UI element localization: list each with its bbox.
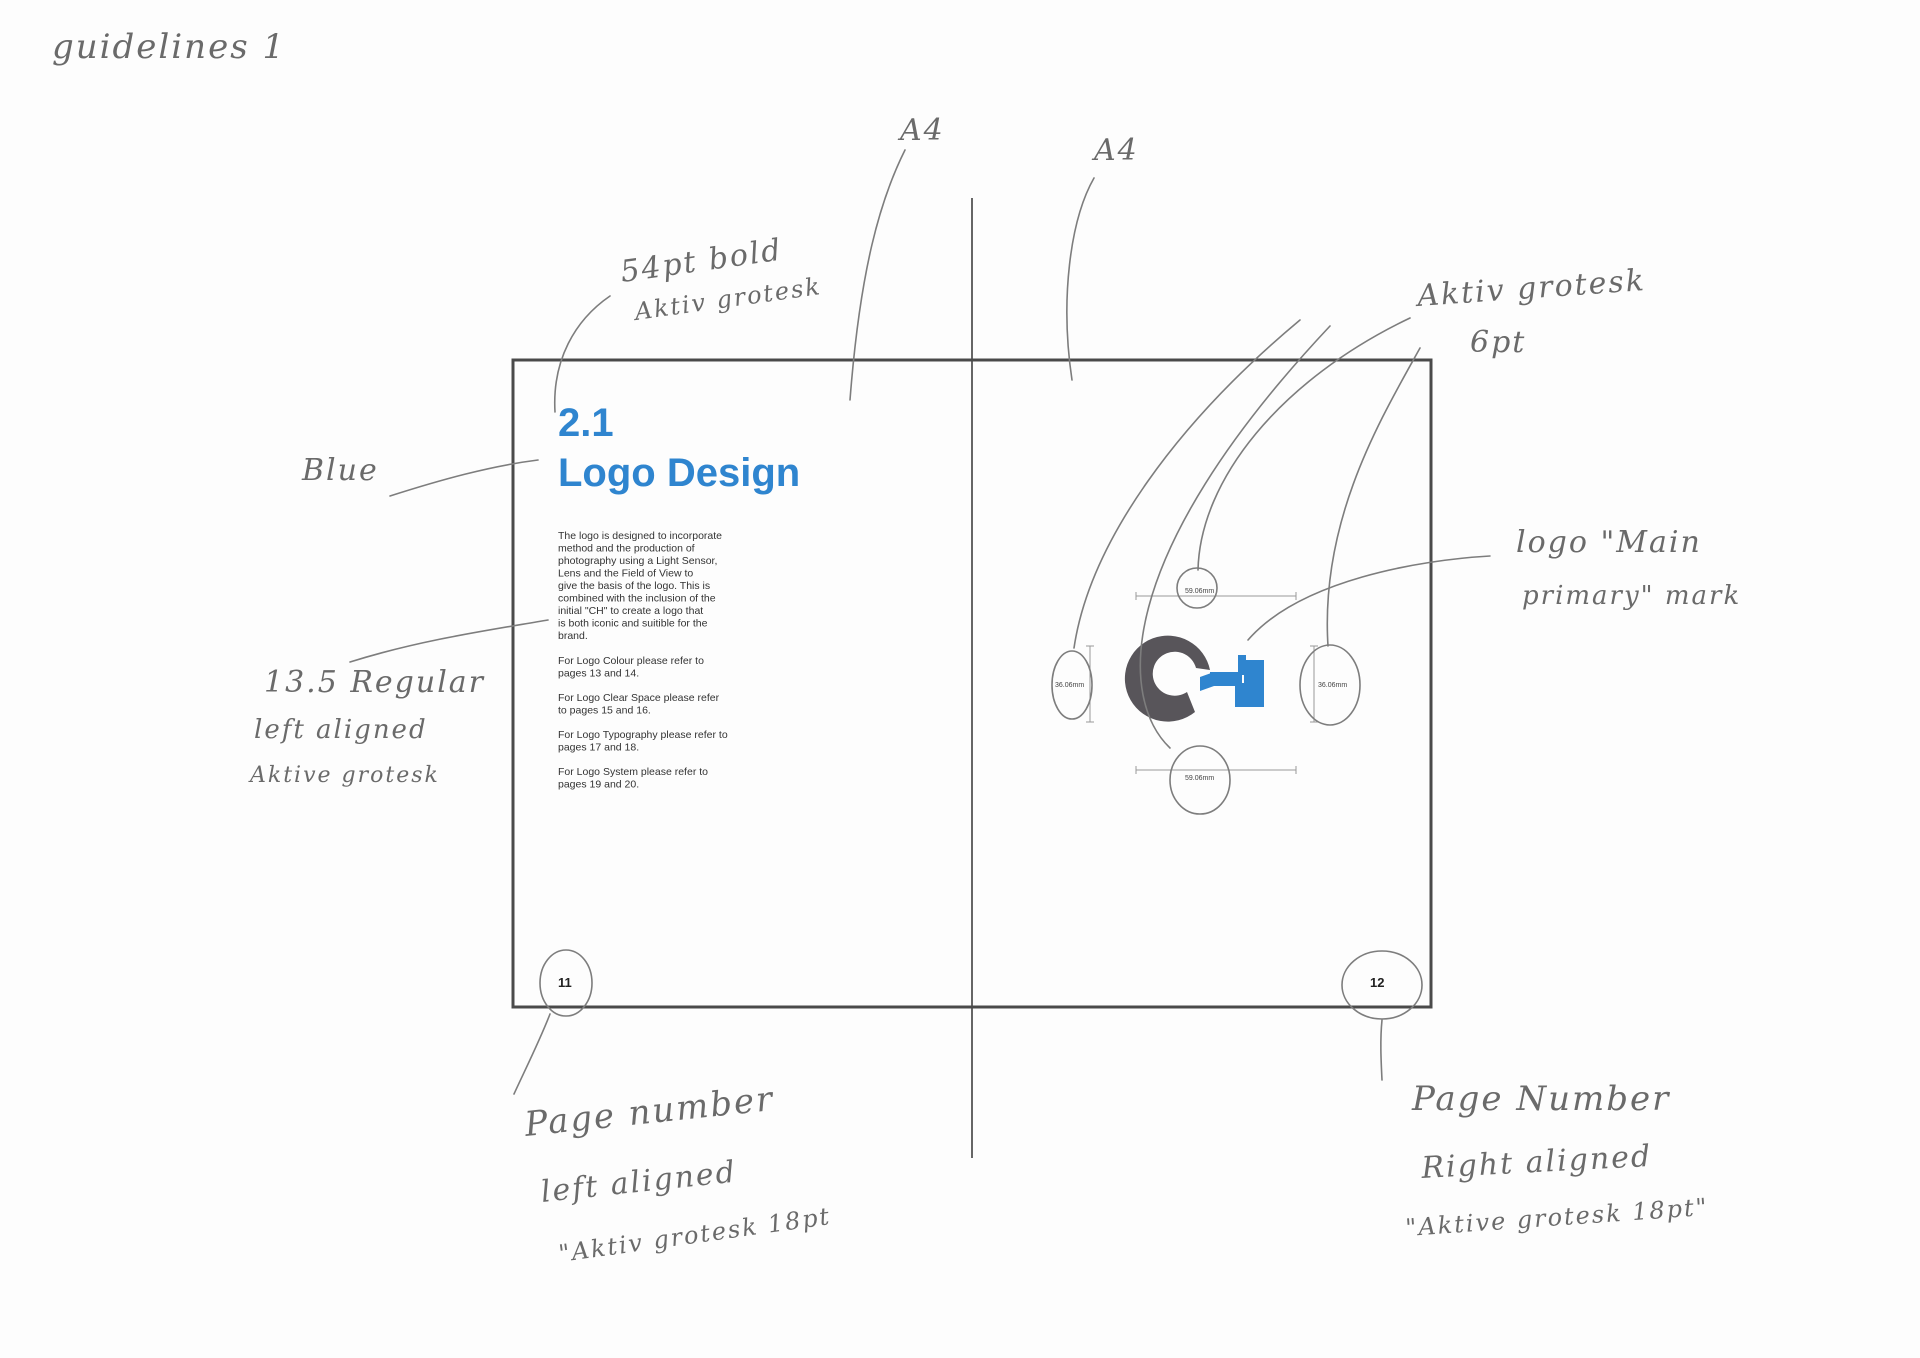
- circle-dim-top: [1176, 567, 1218, 609]
- dim-label-bottom: 59.06mm: [1185, 775, 1214, 782]
- dim-label-top: 59.06mm: [1185, 588, 1214, 595]
- logo-h-stem-top: [1238, 655, 1246, 675]
- note-body-font-1: 13.5 Regular: [264, 665, 485, 700]
- leader-a4-left: [849, 149, 906, 401]
- ref-line: to pages 15 and 16.: [558, 705, 651, 717]
- circle-page-right: [1341, 950, 1423, 1020]
- note-body-font-3: Aktive grotesk: [248, 763, 440, 788]
- note-logo-2: primary" mark: [1522, 581, 1741, 611]
- circle-dim-bottom: [1169, 745, 1231, 815]
- ref-line: pages 13 and 14.: [558, 668, 639, 680]
- body-line: The logo is designed to incorporate: [558, 530, 722, 542]
- logo-h-stem-bottom: [1235, 683, 1245, 707]
- logo-h-bar: [1210, 672, 1242, 686]
- body-line: Lens and the Field of View to: [558, 568, 693, 580]
- leader-dim-right: [1326, 347, 1421, 647]
- body-line: give the basis of the logo. This is: [558, 580, 710, 592]
- reference-list: For Logo Colour please refer to pages 13…: [558, 655, 728, 791]
- body-paragraph: The logo is designed to incorporate meth…: [558, 530, 722, 642]
- note-page-right-2: Right aligned: [1420, 1139, 1653, 1186]
- note-dim-font-1: Aktiv grotesk: [1413, 263, 1647, 314]
- body-line: method and the production of: [558, 543, 695, 555]
- dim-label-right: 36.06mm: [1318, 682, 1347, 689]
- spread-frame: [511, 358, 1433, 1009]
- leader-logo: [1247, 555, 1491, 641]
- body-line: photography using a Light Sensor,: [558, 555, 717, 567]
- leader-title-font: [553, 295, 611, 413]
- leader-lines: [349, 149, 1491, 1095]
- leader-page-left: [513, 1013, 551, 1095]
- circle-page-left: [539, 949, 593, 1017]
- circle-dim-right: [1299, 644, 1361, 726]
- note-dim-font-2: 6pt: [1470, 325, 1526, 360]
- leader-page-right: [1380, 1019, 1383, 1081]
- body-line: combined with the inclusion of the: [558, 593, 716, 605]
- logo-c-ring: [1124, 635, 1210, 722]
- note-a4-right: A4: [1091, 133, 1139, 168]
- ref-line: pages 19 and 20.: [558, 779, 639, 791]
- note-page-left-1: Page number: [522, 1079, 776, 1145]
- left-page: 2.1 Logo Design The logo is designed to …: [558, 401, 800, 990]
- leader-a4-right: [1066, 177, 1095, 381]
- leader-dim-bottom: [1139, 325, 1331, 749]
- pen-circles: [539, 567, 1423, 1020]
- dimension-guides: 59.06mm 59.06mm 36.06mm 36.06mm: [1055, 588, 1347, 782]
- right-page: 59.06mm 59.06mm 36.06mm 36.06mm 12: [1055, 588, 1384, 990]
- sheet-title: guidelines 1: [52, 27, 286, 67]
- page-number-left: 11: [558, 975, 572, 990]
- ref-line: pages 17 and 18.: [558, 742, 639, 754]
- note-page-left-2: left aligned: [539, 1155, 738, 1210]
- leader-dim-left: [1073, 319, 1301, 649]
- body-line: is both iconic and suitible for the: [558, 618, 708, 630]
- note-logo-1: logo "Main: [1516, 525, 1702, 560]
- section-number: 2.1: [558, 401, 614, 445]
- ref-line: For Logo Typography please refer to: [558, 729, 728, 741]
- handwritten-annotations: A4 A4 54pt bold Aktiv grotesk Blue 13.5 …: [248, 113, 1741, 1268]
- dim-label-left: 36.06mm: [1055, 682, 1084, 689]
- section-title: Logo Design: [558, 451, 800, 495]
- note-a4-left: A4: [897, 113, 945, 148]
- note-body-font-2: left aligned: [254, 715, 428, 745]
- leader-dim-top: [1197, 317, 1411, 571]
- ref-line: For Logo System please refer to: [558, 766, 708, 778]
- note-page-left-3: "Aktiv grotesk 18pt: [557, 1202, 833, 1268]
- circle-dim-left: [1051, 650, 1093, 720]
- page-number-right: 12: [1370, 975, 1384, 990]
- leader-blue: [389, 459, 539, 497]
- ref-line: For Logo Clear Space please refer: [558, 692, 720, 704]
- ref-line: For Logo Colour please refer to: [558, 655, 704, 667]
- logo-h-stem: [1244, 660, 1264, 707]
- note-blue: Blue: [301, 453, 379, 488]
- note-page-right-3: "Aktive grotesk 18pt": [1404, 1193, 1709, 1242]
- ch-logo: [1124, 635, 1264, 722]
- body-line: brand.: [558, 630, 588, 642]
- leader-body-font: [349, 619, 549, 663]
- body-line: initial "CH" to create a logo that: [558, 605, 703, 617]
- note-page-right-1: Page Number: [1411, 1079, 1670, 1119]
